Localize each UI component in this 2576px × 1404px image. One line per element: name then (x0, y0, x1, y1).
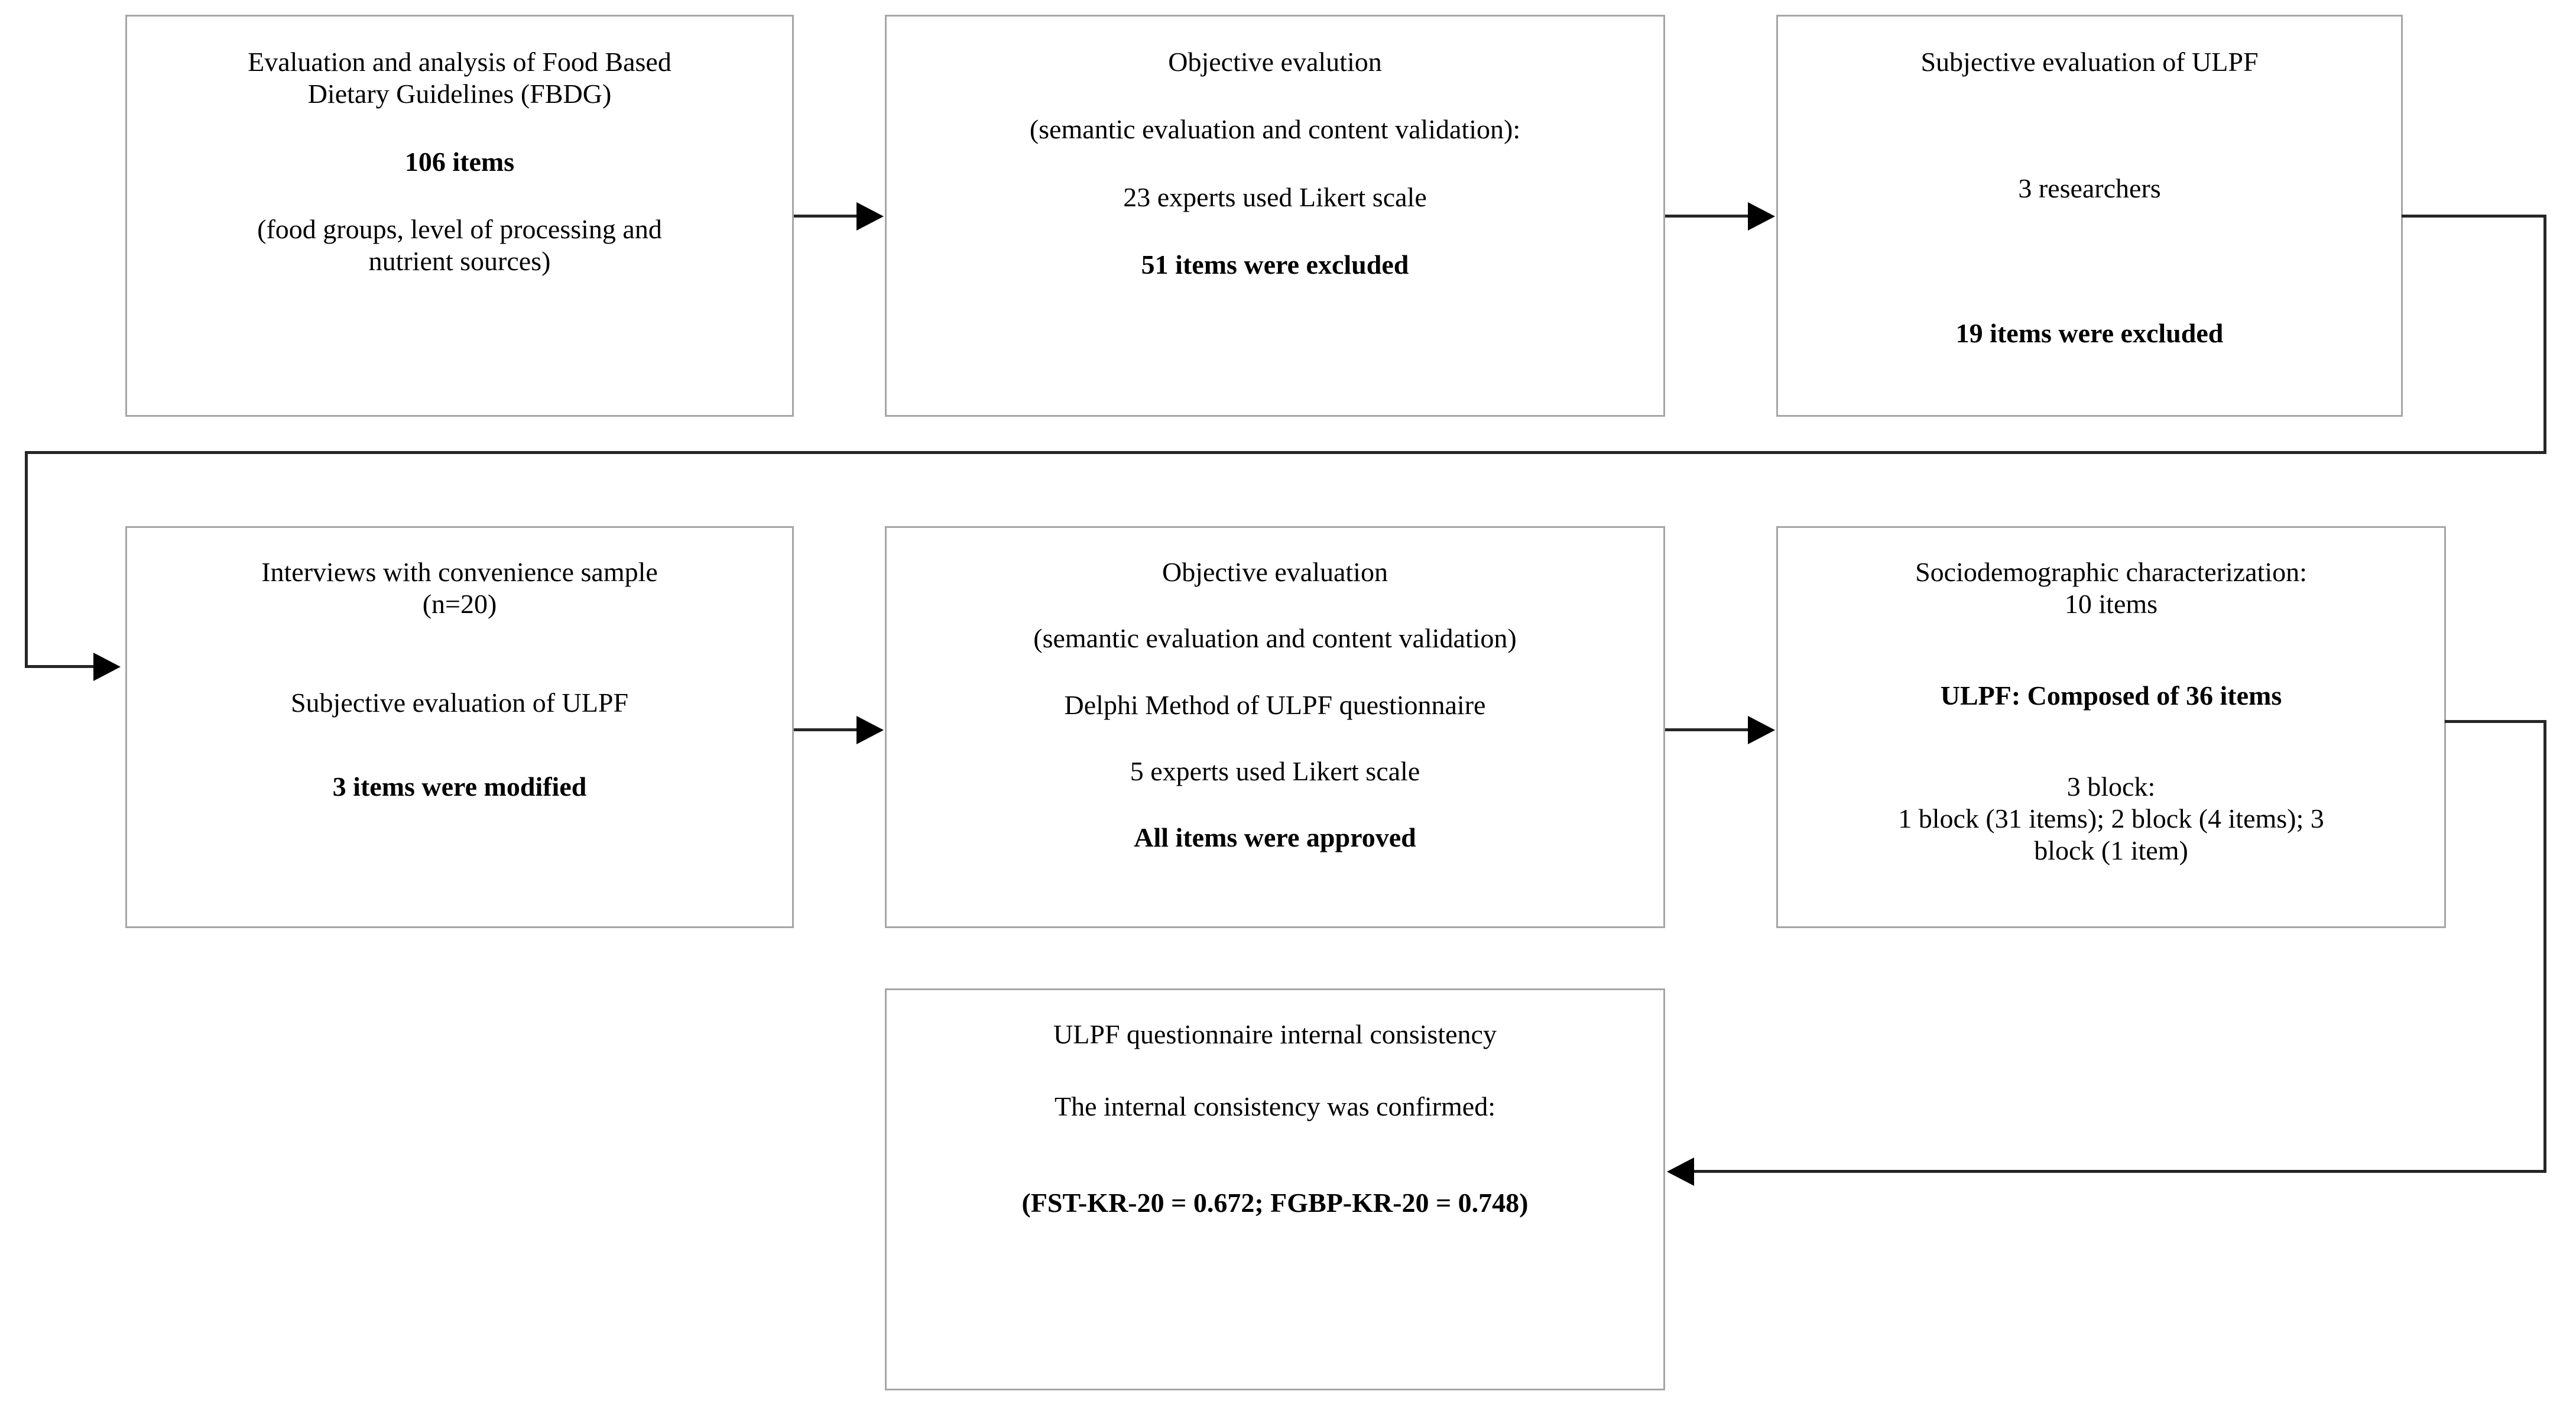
node-line: Objective evalution (1168, 47, 1382, 77)
arrowhead-node4-to-node5 (856, 716, 884, 744)
node-line: 51 items were excluded (1141, 249, 1409, 280)
node-line: ULPF: Composed of 36 items (1940, 680, 2282, 711)
node-line: 106 items (404, 146, 515, 177)
arrowhead-node5-to-node6 (1748, 716, 1775, 744)
connector-node3-to-node4-seg-into (25, 665, 96, 668)
node-line: nutrient sources) (368, 246, 551, 277)
connector-node5-to-node6 (1665, 728, 1749, 731)
node-delphi-method-objective-evaluation[interactable]: Objective evaluation (semantic evaluatio… (885, 526, 1665, 928)
connector-node6-to-node7-seg-right (2445, 720, 2546, 723)
connector-node3-to-node4-seg-down2 (25, 451, 28, 667)
node-interviews-convenience-sample[interactable]: Interviews with convenience sample (n=20… (125, 526, 794, 928)
connector-node2-to-node3 (1665, 215, 1749, 218)
node-evaluation-fbdg[interactable]: Evaluation and analysis of Food Based Di… (125, 15, 794, 417)
node-line: 3 items were modified (332, 771, 587, 802)
arrowhead-node6-to-node7 (1667, 1157, 1694, 1186)
node-line: Dietary Guidelines (FBDG) (307, 79, 612, 109)
connector-node3-to-node4-seg-left (25, 451, 2546, 454)
arrowhead-node2-to-node3 (1748, 202, 1775, 231)
node-line: Sociodemographic characterization: (1915, 557, 2307, 587)
node-line: Delphi Method of ULPF questionnaire (1064, 689, 1486, 720)
node-line: Objective evaluation (1162, 557, 1388, 587)
node-line: (n=20) (422, 589, 497, 620)
connector-node3-to-node4-seg-right (2402, 215, 2546, 218)
node-subjective-evaluation-ulpf[interactable]: Subjective evaluation of ULPF 3 research… (1776, 15, 2403, 417)
arrowhead-node3-to-node4 (93, 653, 121, 681)
node-line: Subjective evaluation of ULPF (1920, 47, 2259, 77)
node-line: Subjective evaluation of ULPF (290, 687, 629, 718)
node-internal-consistency[interactable]: ULPF questionnaire internal consistency … (885, 988, 1665, 1390)
node-line: 3 researchers (2018, 173, 2161, 204)
node-line: All items were approved (1134, 822, 1416, 853)
node-line: 1 block (31 items); 2 block (4 items); 3 (1898, 803, 2324, 834)
node-line: 5 experts used Likert scale (1130, 755, 1420, 786)
node-line: (FST-KR-20 = 0.672; FGBP-KR-20 = 0.748) (1021, 1187, 1529, 1218)
node-line: Interviews with convenience sample (261, 557, 658, 587)
node-line: 10 items (2064, 589, 2158, 620)
node-sociodemographic-characterization[interactable]: Sociodemographic characterization: 10 it… (1776, 526, 2446, 928)
connector-node4-to-node5 (794, 728, 859, 731)
node-line: 23 experts used Likert scale (1123, 181, 1427, 212)
node-line: block (1 item) (2034, 835, 2188, 866)
connector-node6-to-node7-seg-left (1694, 1170, 2546, 1173)
arrowhead-node1-to-node2 (856, 202, 884, 231)
node-line: The internal consistency was confirmed: (1055, 1091, 1495, 1122)
connector-node3-to-node4-seg-down (2543, 215, 2546, 454)
connector-node6-to-node7-seg-down (2543, 720, 2546, 1173)
node-line: 19 items were excluded (1955, 317, 2224, 348)
node-line: ULPF questionnaire internal consistency (1053, 1019, 1497, 1049)
node-line: Evaluation and analysis of Food Based (248, 47, 671, 77)
node-line: (semantic evaluation and content validat… (1029, 114, 1521, 145)
node-line: 3 block: (2066, 771, 2156, 802)
node-line: (semantic evaluation and content validat… (1033, 623, 1517, 654)
connector-node1-to-node2 (794, 215, 859, 218)
node-objective-evalution-experts[interactable]: Objective evalution (semantic evaluation… (885, 15, 1665, 417)
node-line: (food groups, level of processing and (257, 213, 662, 244)
